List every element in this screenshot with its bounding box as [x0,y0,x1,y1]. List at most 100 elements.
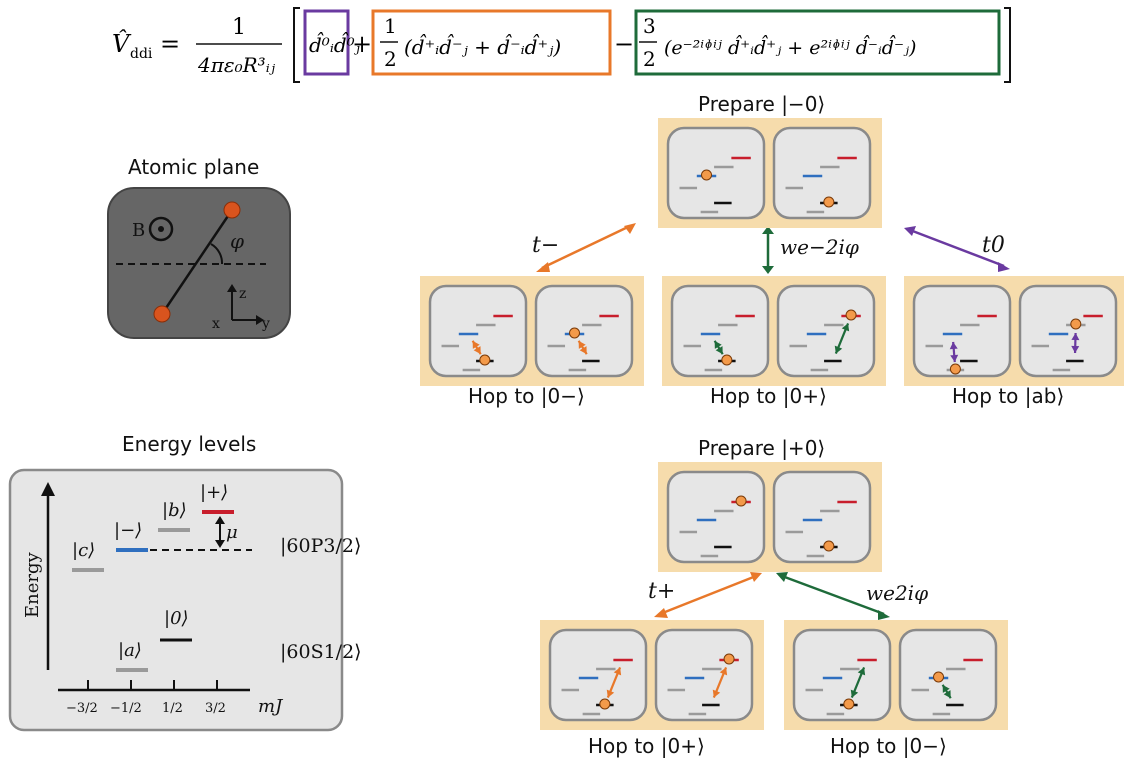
angle-arc [210,243,224,265]
coupling-label-w-top: we−2iφ [780,235,859,259]
double-term: (e⁻²ⁱᶲⁱʲ d̂⁺ᵢd̂⁺ⱼ + e²ⁱᶲⁱʲ d̂⁻ᵢd̂⁻ⱼ) [664,34,916,59]
b-field-out-of-plane-icon [148,216,174,242]
atom-box [898,628,998,722]
bracket-left [293,7,300,83]
energy-axis-label: Energy [22,551,43,618]
plus-sign: + [352,30,372,58]
zz-term: d̂⁰ᵢd̂⁰ⱼ [309,31,361,57]
equation-lhs: V̂ [112,30,132,58]
level-a-label: |a⟩ [118,640,142,661]
z-axis-label: z [239,286,246,302]
bottom-hop-right-label: Hop to |0−⟩ [830,734,947,758]
svg-text:2: 2 [643,47,656,71]
atom-dot [599,698,611,710]
atom-box [792,628,892,722]
mu-shift-arrow [215,540,225,548]
top-hop-right-label: Hop to |ab⟩ [952,384,1065,408]
tick-label: −1/2 [110,701,142,716]
level-b-label: |b⟩ [162,500,187,521]
atom-box [534,284,634,378]
atom-box [654,628,754,722]
angle-label: φ [230,229,244,253]
atomic-plane-box [107,187,291,339]
minus-sign: − [614,30,634,58]
coupling-label-w-bottom: we2iφ [866,581,928,605]
y-axis-label: y [261,316,270,332]
atom-box [666,126,766,220]
coupling-arrow-t-minus [536,223,636,272]
level-plus-label: |+⟩ [200,482,228,503]
atom-box [548,628,648,722]
y-axis-arrow [256,315,264,325]
level-zero-label: |0⟩ [164,608,189,629]
atom-pair-bond [160,209,234,315]
equation-prefactor-den: 4πε₀R³ᵢⱼ [197,53,276,77]
atomic-plane-title: Atomic plane [128,155,260,179]
flipflop-term-box [371,9,612,76]
equation-equals: = [160,30,180,58]
atom-box [428,284,528,378]
atom-dot [479,354,491,366]
coupling-label-t-minus: t− [532,233,559,258]
zz-term-box [303,9,350,76]
equation-prefactor-num: 1 [232,15,246,40]
interaction-equation: V̂ ddi = 1 4πε₀R³ᵢⱼ d̂⁰ᵢd̂⁰ⱼ + 1 2 (d̂⁺ᵢ… [0,0,1124,90]
energy-levels-diagram: Energy −3/2 −1/2 1/2 3/2 mJ |c⟩ |−⟩ |b⟩ … [8,468,362,732]
coupling-label-t-plus: t+ [648,579,675,604]
energy-axis-arrow [41,482,55,496]
svg-text:1: 1 [384,14,397,38]
svg-text:3: 3 [643,14,656,38]
atom-dot [843,698,855,710]
atomic-plane-diagram: B φ z x y [107,187,291,339]
atom-dot [823,540,835,552]
atom-dot [701,169,713,181]
double-term-box [634,9,1001,76]
energy-levels-title: Energy levels [122,432,257,456]
atom-box [772,470,872,564]
atom-top [223,201,241,219]
top-prepare-label: Prepare |−0⟩ [698,92,826,116]
atom-dot [723,653,735,665]
atom-dot [845,309,857,321]
atom-dot [933,671,945,683]
coupling-arrow-t-plus [654,572,762,618]
coupling-arrow-w-bottom [776,572,890,620]
atom-box [666,470,766,564]
atom-box [670,284,770,378]
b-field-label: B [132,220,145,241]
tick-label: 1/2 [162,701,183,716]
coupling-arrow-w-top [762,226,774,274]
svg-text:2: 2 [384,47,397,71]
atom-dot [1070,318,1082,330]
level-minus-label: |−⟩ [114,520,142,541]
top-hop-left-label: Hop to |0−⟩ [468,384,585,408]
bottom-prepare-label: Prepare |+0⟩ [698,436,826,460]
tick-label: 3/2 [205,701,226,716]
level-c-label: |c⟩ [72,540,95,561]
atom-dot [721,354,733,366]
atom-dot [949,363,961,375]
bottom-hop-left-label: Hop to |0+⟩ [588,734,705,758]
flipflop-term: (d̂⁺ᵢd̂⁻ⱼ + d̂⁻ᵢd̂⁺ⱼ) [404,33,561,59]
top-hop-middle-label: Hop to |0+⟩ [710,384,827,408]
coupling-arrow-t0 [904,226,1010,272]
atom-dot [569,327,581,339]
equation-lhs-sub: ddi [130,46,153,62]
tick-label: −3/2 [66,701,98,716]
atom-box [772,126,872,220]
coupling-label-t0: t0 [982,233,1005,258]
z-axis-arrow [227,284,237,292]
energy-levels-box [8,468,344,732]
x-axis-label: x [212,316,220,332]
atom-box [776,284,876,378]
atom-box [912,284,1012,378]
bracket-right [1004,7,1011,83]
atom-bottom [153,305,171,323]
atom-box [1018,284,1118,378]
manifold-s-label: |60S1/2⟩ [280,641,362,663]
atom-dot [823,196,835,208]
manifold-p-label: |60P3/2⟩ [280,535,361,557]
equation-graphic: V̂ ddi = 1 4πε₀R³ᵢⱼ d̂⁰ᵢd̂⁰ⱼ + 1 2 (d̂⁺ᵢ… [112,7,1011,83]
mj-axis-label: mJ [258,696,284,717]
